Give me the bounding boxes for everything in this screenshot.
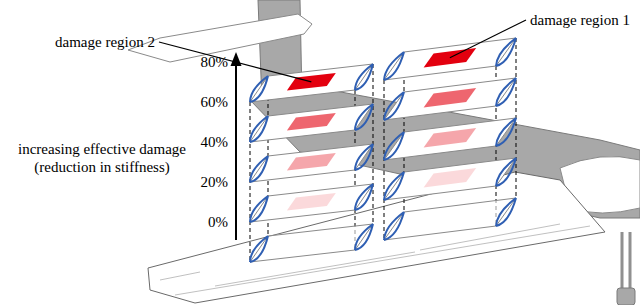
section-panel bbox=[384, 198, 516, 240]
landing-gear bbox=[622, 232, 630, 295]
damage-patch bbox=[424, 88, 477, 107]
wing-section bbox=[250, 144, 373, 182]
airfoil-rib bbox=[384, 212, 404, 240]
damage-patch bbox=[287, 113, 336, 131]
section-panel bbox=[250, 64, 373, 102]
airfoil-rib bbox=[355, 64, 373, 90]
airfoil-rib bbox=[496, 118, 516, 146]
airfoil-rib bbox=[496, 38, 516, 66]
main-wing bbox=[148, 172, 605, 303]
section-panel bbox=[384, 118, 516, 160]
wing-section bbox=[384, 118, 516, 160]
damage-level-label: 40% bbox=[201, 133, 229, 151]
damage-level-label: 20% bbox=[201, 173, 229, 191]
airfoil-rib bbox=[250, 76, 268, 102]
section-panel bbox=[384, 158, 516, 200]
airfoil-rib bbox=[355, 224, 373, 250]
arrow-head bbox=[231, 52, 242, 66]
section-panel bbox=[250, 224, 373, 262]
damage-patch bbox=[287, 193, 336, 211]
leader-line bbox=[450, 20, 526, 58]
airfoil-rib bbox=[496, 158, 516, 186]
section-panel bbox=[250, 184, 373, 222]
section-panel bbox=[250, 144, 373, 182]
section-panel bbox=[384, 38, 516, 80]
damage-level-label: 80% bbox=[201, 53, 229, 71]
airfoil-rib bbox=[250, 116, 268, 142]
wing-section bbox=[384, 158, 516, 200]
damage-region-label: damage region 2 bbox=[55, 33, 155, 51]
wing-section bbox=[250, 184, 373, 222]
airfoil-rib bbox=[384, 172, 404, 200]
airfoil-rib bbox=[384, 132, 404, 160]
airfoil-rib bbox=[250, 156, 268, 182]
airfoil-rib bbox=[384, 52, 404, 80]
airfoil-rib bbox=[384, 92, 404, 120]
damage-level-label: 60% bbox=[201, 93, 229, 111]
section-panel bbox=[250, 104, 373, 142]
wing-section bbox=[250, 104, 373, 142]
wing-section bbox=[384, 38, 516, 80]
airfoil-rib bbox=[250, 196, 268, 222]
airfoil-rib bbox=[355, 144, 373, 170]
arrow-shaft bbox=[235, 64, 237, 240]
damage-stacks bbox=[250, 38, 516, 262]
landing-wheel bbox=[617, 288, 635, 305]
leader-lines bbox=[159, 20, 526, 82]
airfoil-rib bbox=[496, 198, 516, 226]
airfoil-rib bbox=[250, 236, 268, 262]
airfoil-rib bbox=[355, 104, 373, 130]
damage-patch bbox=[424, 128, 477, 147]
wing-section bbox=[384, 78, 516, 120]
damage-patch bbox=[424, 168, 477, 187]
axis-label: increasing effective damage (reduction i… bbox=[2, 140, 202, 176]
wing-panel-lines bbox=[160, 224, 590, 295]
wing-section bbox=[384, 198, 516, 240]
damage-patch bbox=[287, 153, 336, 171]
airfoil-rib bbox=[355, 184, 373, 210]
section-panel bbox=[384, 78, 516, 120]
wing-section bbox=[250, 224, 373, 262]
damage-arrow bbox=[231, 52, 242, 240]
damage-level-label: 0% bbox=[208, 213, 228, 231]
damage-region-label: damage region 1 bbox=[530, 11, 630, 29]
wing-section bbox=[250, 64, 373, 102]
airfoil-rib bbox=[496, 78, 516, 106]
